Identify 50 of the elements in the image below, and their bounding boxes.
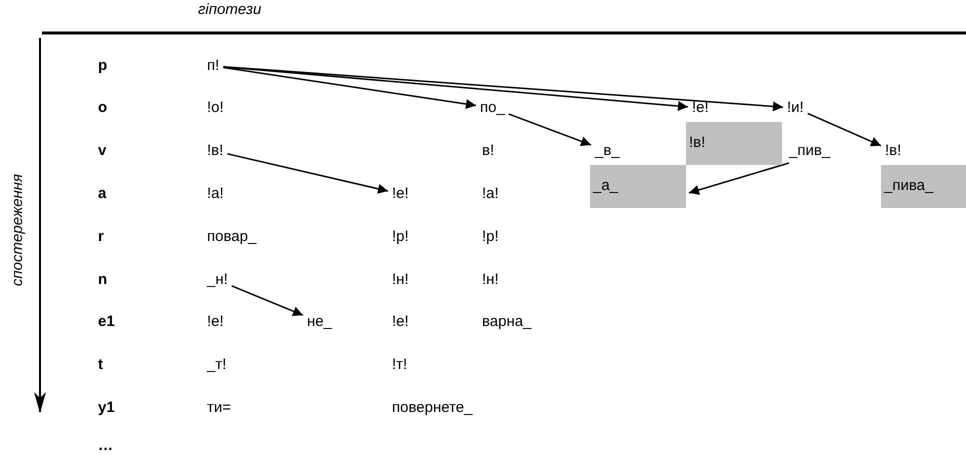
cell-text: !н! — [481, 270, 500, 290]
cell-text: _в_ — [593, 141, 622, 161]
cell-text: _т! — [206, 355, 228, 375]
cell-text: !а! — [206, 184, 225, 204]
arrow — [807, 112, 882, 146]
arrow — [223, 66, 688, 112]
cell-text: п! — [205, 56, 222, 76]
cell-text: !е! — [391, 312, 410, 332]
row-label: y1 — [97, 398, 116, 418]
axis-title: спостереження — [8, 172, 27, 288]
arrow — [223, 66, 784, 112]
arrow — [223, 66, 476, 109]
cell-text: не_ — [305, 312, 334, 332]
cell-text: !т! — [391, 355, 408, 375]
cell-text: !в! — [205, 141, 226, 161]
row-label: v — [97, 141, 108, 161]
cell-text: !р! — [391, 227, 410, 247]
axis-title: гіпотези — [197, 0, 262, 20]
cell-text: !в! — [883, 141, 904, 161]
cell-text: !е! — [206, 312, 225, 332]
cell-text: повернете_ — [391, 398, 474, 418]
cell-text: !н! — [391, 270, 410, 290]
cell-text: _н! — [205, 270, 230, 290]
cell-text: ти= — [206, 398, 232, 418]
cell-text: !а! — [481, 184, 500, 204]
shaded-cell: _пива_ — [881, 165, 966, 208]
cell-text: !е! — [390, 184, 411, 204]
cell-text: варна_ — [481, 312, 533, 332]
cell-text: !о! — [206, 98, 225, 118]
cell-text: в! — [481, 141, 496, 161]
cell-text: !р! — [481, 227, 500, 247]
row-label: … — [97, 436, 114, 456]
row-label: o — [97, 98, 108, 118]
shaded-cell: !в! — [686, 122, 782, 165]
row-label: p — [97, 56, 108, 76]
row-label: n — [97, 270, 108, 290]
cell-text: !и! — [785, 98, 806, 118]
arrow — [508, 113, 592, 146]
shaded-cell: _а_ — [590, 165, 686, 208]
cell-text: по_ — [478, 98, 507, 118]
cell-text: _пив_ — [787, 141, 832, 161]
cell-text: повар_ — [206, 227, 258, 247]
row-label: t — [97, 355, 104, 375]
cell-text: !е! — [690, 98, 711, 118]
row-label: r — [97, 227, 105, 247]
arrow — [227, 153, 388, 194]
row-label: a — [97, 184, 108, 204]
arrow — [688, 162, 790, 195]
row-label: e1 — [97, 312, 116, 332]
arrow — [232, 285, 304, 316]
